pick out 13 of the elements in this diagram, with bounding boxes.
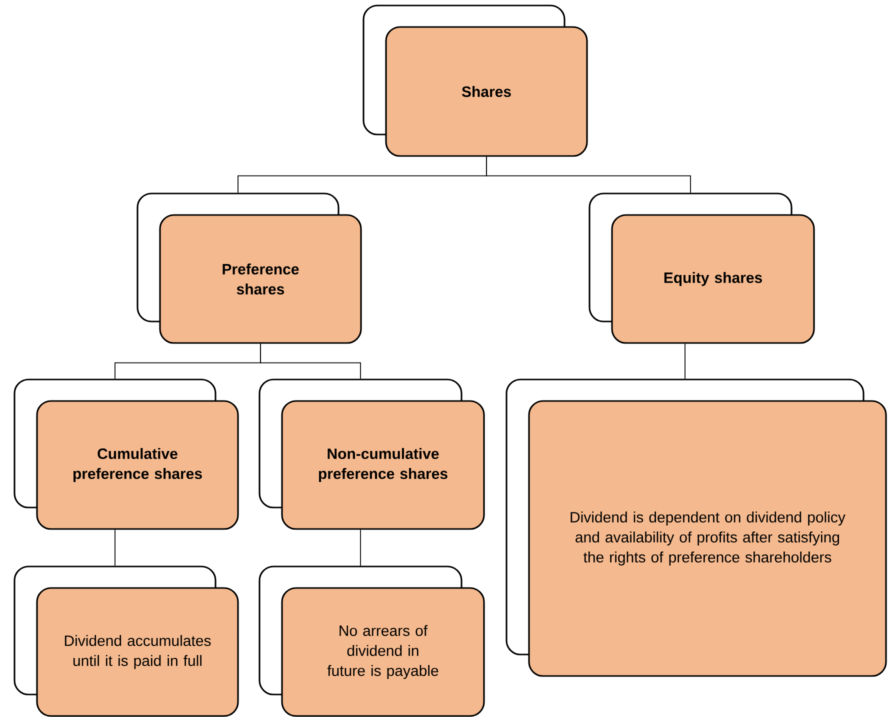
connector-line bbox=[684, 343, 686, 380]
connector-line bbox=[486, 156, 691, 194]
connector-line bbox=[360, 529, 361, 566]
connector-line bbox=[114, 529, 116, 566]
process-box: Dividend is dependent on dividend policy and availability of profits after satisfying the rights of preference shareholders bbox=[506, 378, 887, 677]
process-box: Dividend accumulates until it is paid in full bbox=[14, 566, 239, 717]
process-box: Shares bbox=[362, 4, 588, 157]
process-box: Equity shares bbox=[588, 192, 815, 344]
process-box: Non-cumulative preference shares bbox=[258, 378, 485, 530]
process-box: Cumulative preference shares bbox=[14, 378, 239, 530]
connector-line bbox=[260, 343, 361, 380]
process-box: No arrears of dividend in future is payable bbox=[258, 566, 485, 717]
process-box: Preference shares bbox=[136, 192, 362, 344]
